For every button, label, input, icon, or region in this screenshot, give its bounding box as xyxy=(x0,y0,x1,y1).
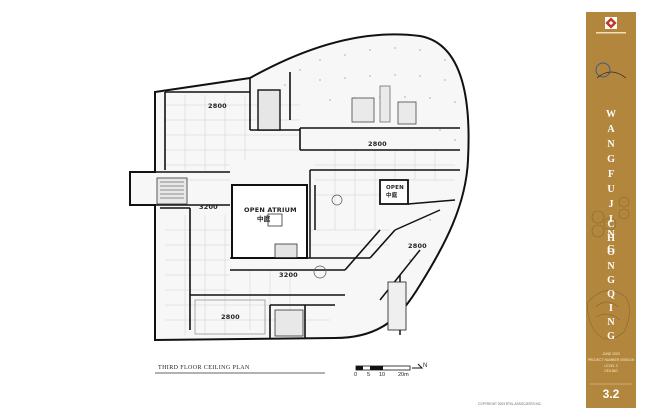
open-label: OPEN xyxy=(386,185,404,191)
scale-label: 5 xyxy=(367,372,371,378)
ceiling-height-label: 2800 xyxy=(408,242,427,250)
sheet-info: CEILING xyxy=(604,369,618,373)
project-name-letter: F xyxy=(607,169,615,180)
project-city-letter: Q xyxy=(607,289,615,300)
project-city-letter: N xyxy=(607,261,615,272)
open-void xyxy=(379,179,409,205)
project-city-letter: I xyxy=(609,303,613,314)
project-city-letter: C xyxy=(607,219,615,230)
project-name-letter: I xyxy=(609,214,613,225)
escalator xyxy=(274,243,298,259)
atrium-label-cn: 中庭 xyxy=(257,215,271,223)
stair-left xyxy=(156,177,188,205)
scale-label: 10 xyxy=(379,372,386,378)
scale-bar xyxy=(355,365,411,371)
project-city-letter: G xyxy=(607,331,615,342)
project-name-letter: W xyxy=(606,109,616,120)
project-name-letter: J xyxy=(608,199,614,210)
ceiling-height-label: 2800 xyxy=(368,140,387,148)
sheet-info: PROJECT NUMBER 00000.00 xyxy=(587,358,635,362)
title-block: W A N G F U J I N G C H O N G Q I N G JU… xyxy=(586,12,636,408)
north-arrow xyxy=(412,363,424,369)
atrium-label: OPEN ATRIUM xyxy=(244,206,297,214)
title-block-graphics xyxy=(587,17,632,385)
decorative-pattern xyxy=(587,196,630,340)
project-name-letter: N xyxy=(607,229,615,240)
project-city-letter: O xyxy=(607,247,615,258)
ceiling-height-label: 2800 xyxy=(208,102,227,110)
project-name-letter: G xyxy=(607,154,615,165)
core-lower xyxy=(274,309,304,337)
open-label-cn: 中庭 xyxy=(386,193,398,199)
project-city-letter: G xyxy=(607,275,615,286)
north-label: N xyxy=(423,363,428,369)
scale-label: 0 xyxy=(354,372,358,378)
project-city-letter: N xyxy=(607,317,615,328)
sheet-number: 3.2 xyxy=(602,387,620,401)
project-name-letter: U xyxy=(607,184,615,195)
ceiling-height-label: 3200 xyxy=(199,203,218,211)
project-city-letter: H xyxy=(607,233,615,244)
project-name-letter: N xyxy=(607,139,615,150)
crest-icon xyxy=(595,62,611,78)
project-name-letter: A xyxy=(607,124,615,135)
copyright-note: COPYRIGHT 2003 RTKL ASSOCIATES INC. xyxy=(478,402,542,406)
plan-title: THIRD FLOOR CEILING PLAN xyxy=(158,365,250,371)
scale-label: 20m xyxy=(398,372,409,378)
ceiling-height-label: 2800 xyxy=(221,313,240,321)
sheet-info: LEVEL 3 xyxy=(604,364,618,368)
core-upper xyxy=(257,89,281,131)
project-name-letter: G xyxy=(607,244,615,255)
ceiling-height-label: 3200 xyxy=(279,271,298,279)
date-text: JUNE 2003 xyxy=(602,352,620,356)
